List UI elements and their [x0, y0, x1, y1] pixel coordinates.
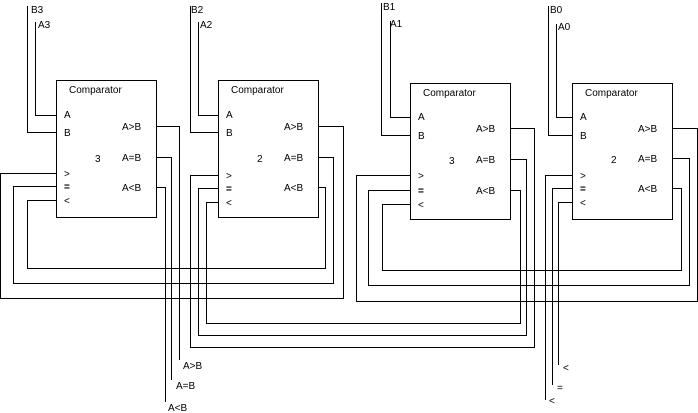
- cascade-input-wire: [545, 175, 572, 400]
- input-b-label: B: [418, 131, 425, 142]
- comparator-title: Comparator: [231, 85, 284, 96]
- input-b-label: B: [580, 131, 587, 142]
- comparator-number: 2: [611, 155, 617, 166]
- comparator-box: [572, 83, 673, 220]
- cascade-gt-label: >: [64, 169, 70, 180]
- cascade-wire: [13, 157, 334, 284]
- input-b-name: B3: [31, 5, 44, 16]
- input-b-wire: [548, 6, 572, 136]
- cascade-input-wire: [552, 188, 572, 385]
- cascade-lt-label: <: [64, 196, 70, 207]
- cascade-gt-label: >: [418, 171, 424, 182]
- output-gt-label: A>B: [638, 124, 658, 135]
- cascade-eq-label: =: [418, 186, 424, 197]
- comparator-number: 3: [95, 154, 101, 165]
- input-a-label: A: [64, 110, 71, 121]
- comparator-number: 3: [449, 156, 455, 167]
- input-b-label: B: [226, 128, 233, 139]
- output-gt-label: A>B: [284, 122, 304, 133]
- cascade-wire: [198, 159, 527, 336]
- comparator-box: [410, 83, 511, 220]
- cascade-gt-label: >: [580, 171, 586, 182]
- input-b-wire: [27, 6, 56, 133]
- input-a-label: A: [580, 112, 587, 123]
- input-a-wire: [556, 24, 572, 118]
- output-gt-label: A>B: [476, 124, 496, 135]
- comparator-box: [218, 80, 319, 218]
- cascade-wire: [27, 187, 326, 269]
- input-a-name: A0: [558, 22, 571, 33]
- cascade-eq-label: =: [226, 184, 232, 195]
- cascade-lt-label: <: [226, 198, 232, 209]
- output-eq-label: A=B: [284, 153, 304, 164]
- comparator-title: Comparator: [423, 88, 476, 99]
- input-b-label: B: [64, 128, 71, 139]
- cascade-lt-label: <: [418, 200, 424, 211]
- input-a-wire: [198, 22, 218, 116]
- input-a-label: A: [226, 110, 233, 121]
- comparator-number: 2: [257, 154, 263, 165]
- input-a-name: A3: [38, 20, 51, 31]
- cascade-wire: [190, 128, 535, 348]
- input-a-label: A: [418, 112, 425, 123]
- output-gt-label: A>B: [122, 122, 142, 133]
- output-lt-label: A<B: [284, 183, 304, 194]
- final-output-lt: A<B: [168, 403, 188, 413]
- output-lt-label: A<B: [638, 184, 658, 195]
- output-eq-label: A=B: [638, 154, 658, 165]
- comparator-box: [56, 80, 157, 218]
- cascade-wire: [0, 126, 344, 299]
- input-b-name: B0: [550, 5, 563, 16]
- cascade-input-eq: =: [557, 383, 563, 394]
- comparator-title: Comparator: [585, 88, 638, 99]
- final-output-eq: A=B: [176, 381, 196, 392]
- cascade-wire: [382, 188, 682, 271]
- input-a-wire: [35, 22, 56, 116]
- input-b-wire: [381, 3, 410, 136]
- output-eq-label: A=B: [476, 155, 496, 166]
- cascade-lt-label: <: [580, 198, 586, 209]
- final-output-labels: A>B A=B A<B < = <: [168, 361, 569, 413]
- input-b-name: B2: [191, 5, 204, 16]
- input-a-wire: [390, 21, 410, 118]
- output-eq-label: A=B: [122, 153, 142, 164]
- cascade-wire: [206, 190, 521, 324]
- cascade-gt-label: >: [226, 171, 232, 182]
- input-a-name: A2: [200, 20, 213, 31]
- cascade-wire: [368, 158, 690, 286]
- input-a-name: A1: [390, 19, 403, 30]
- cascade-eq-label: =: [64, 182, 70, 193]
- output-lt-label: A<B: [122, 183, 142, 194]
- final-output-gt: A>B: [183, 361, 203, 372]
- wires: [0, 3, 698, 402]
- cascade-eq-label: =: [580, 184, 586, 195]
- input-b-name: B1: [383, 2, 396, 13]
- cascade-input-gt: <: [549, 396, 555, 407]
- comparator-blocks: ComparatorABA>BA=BA<B3>=<B3A3ComparatorA…: [31, 2, 673, 220]
- cascade-input-lt: <: [563, 363, 569, 374]
- cascade-input-wire: [558, 202, 572, 365]
- output-lt-label: A<B: [476, 186, 496, 197]
- comparator-title: Comparator: [69, 85, 122, 96]
- input-b-wire: [190, 6, 218, 133]
